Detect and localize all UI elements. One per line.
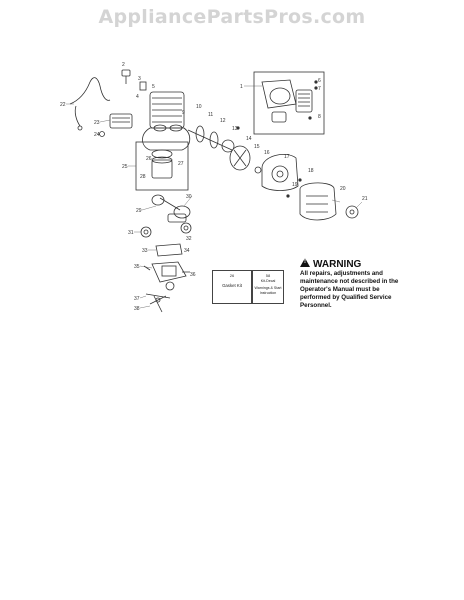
starter-knob	[345, 205, 359, 219]
callout-35: 35	[134, 264, 140, 270]
decal-kit-sublabel: Kit-Decal	[260, 279, 276, 283]
piston-ring	[151, 149, 173, 159]
throttle-linkage	[145, 293, 171, 313]
watermark: AppliancePartsPros.com	[98, 6, 366, 28]
callout-8: 8	[318, 114, 321, 120]
callout-19: 19	[292, 182, 298, 188]
gasket-kit-box: 26 Gasket Kit	[212, 270, 252, 304]
callout-11: 11	[208, 112, 213, 118]
callout-20: 20	[340, 186, 346, 192]
callout-10: 10	[196, 104, 202, 110]
gasket-kit-number: 26	[229, 273, 235, 278]
callout-3: 3	[138, 76, 141, 82]
callout-34: 34	[184, 248, 190, 254]
callout-37: 37	[134, 296, 140, 302]
callout-21: 21	[362, 196, 368, 202]
callout-38: 38	[134, 306, 140, 312]
spark-plug-boot	[121, 69, 131, 77]
warning-title-text: WARNING	[313, 259, 362, 270]
callout-23: 23	[94, 120, 100, 126]
callout-9: 9	[182, 110, 185, 116]
callout-27: 27	[178, 161, 184, 167]
callout-16: 16	[264, 150, 270, 156]
gasket	[155, 243, 183, 257]
callout-30: 30	[186, 194, 192, 200]
ignition-module	[109, 113, 133, 129]
air-filter-box	[253, 71, 325, 135]
callout-13: 13	[232, 126, 238, 132]
callout-28: 28	[140, 174, 146, 180]
callout-22: 22	[60, 102, 66, 108]
callout-2: 2	[122, 62, 125, 68]
callout-32: 32	[186, 236, 192, 242]
callout-26: 26	[146, 156, 152, 162]
rear-cover	[299, 182, 337, 221]
warning-icon	[300, 258, 310, 267]
spark-plug	[139, 81, 147, 91]
callout-4: 4	[136, 94, 139, 100]
warning-body: All repairs, adjustments and maintenance…	[300, 270, 399, 309]
decal-kit-number: 58	[265, 273, 271, 278]
piston	[151, 159, 173, 179]
bearing	[140, 226, 152, 238]
warning-title: WARNING	[300, 258, 361, 270]
clutch	[229, 145, 251, 171]
throttle-cable	[69, 77, 111, 105]
fuel-line	[74, 105, 81, 127]
callout-15: 15	[254, 144, 260, 150]
callout-24: 24	[94, 132, 100, 138]
crankcase	[142, 127, 191, 151]
callout-18: 18	[308, 168, 314, 174]
callout-14: 14	[246, 136, 252, 142]
callout-12: 12	[220, 118, 226, 124]
cylinder	[149, 91, 185, 132]
callout-1: 1	[240, 84, 243, 90]
carburetor	[143, 261, 190, 291]
gasket-kit-label: Gasket Kit	[222, 283, 242, 288]
decal-kit-box: 58 Kit-Decal Warnings & Start Instructio…	[252, 270, 284, 304]
connecting-rod	[159, 197, 181, 211]
starter-housing	[261, 154, 299, 191]
callout-5: 5	[152, 84, 155, 90]
callout-36: 36	[190, 272, 196, 278]
callout-7: 7	[318, 86, 321, 92]
callout-31: 31	[128, 230, 134, 236]
decal-kit-label: Warnings & Start Instruction	[254, 286, 282, 295]
callout-17: 17	[284, 154, 290, 160]
callout-6: 6	[318, 78, 321, 84]
callout-25: 25	[122, 164, 128, 170]
callout-33: 33	[142, 248, 148, 254]
callout-29: 29	[136, 208, 142, 214]
